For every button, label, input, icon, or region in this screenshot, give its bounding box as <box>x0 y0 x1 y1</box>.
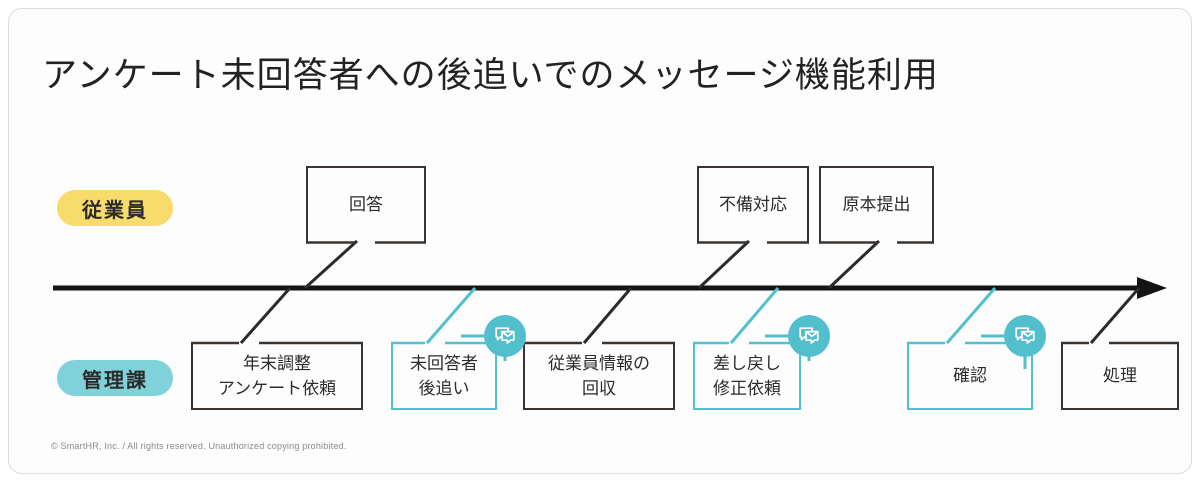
message-icon <box>495 327 515 344</box>
diagram-stage: アンケート未回答者への後追いでのメッセージ機能利用 <box>9 9 1191 473</box>
node-admin-return-fix-label: 差し戻し 修正依頼 <box>713 353 781 399</box>
connector-admin-6 <box>1089 287 1141 344</box>
connector-admin-4 <box>729 287 780 344</box>
connector-admin-2 <box>425 287 477 344</box>
node-employee-answer[interactable]: 回答 <box>306 166 426 244</box>
node-employee-original[interactable]: 原本提出 <box>819 166 934 244</box>
connector-employee-1 <box>303 239 359 290</box>
message-badge-followup[interactable] <box>484 315 526 357</box>
connector-employee-3 <box>827 239 881 290</box>
node-admin-process[interactable]: 処理 <box>1061 342 1179 410</box>
slide-card: アンケート未回答者への後追いでのメッセージ機能利用 <box>8 8 1192 474</box>
node-employee-defect[interactable]: 不備対応 <box>697 166 809 244</box>
page-title: アンケート未回答者への後追いでのメッセージ機能利用 <box>42 56 939 95</box>
node-admin-process-label: 処理 <box>1103 366 1137 386</box>
timeline-axis <box>53 277 1167 299</box>
node-admin-collect-info[interactable]: 従業員情報の 回収 <box>523 342 675 410</box>
lane-label-employee-text: 従業員 <box>82 199 148 222</box>
lane-label-admin-text: 管理課 <box>82 369 148 392</box>
node-admin-survey-request[interactable]: 年末調整 アンケート依頼 <box>191 342 363 410</box>
node-admin-return-fix[interactable]: 差し戻し 修正依頼 <box>693 342 801 410</box>
connector-admin-5 <box>945 287 997 344</box>
message-badge-return-fix[interactable] <box>788 315 830 357</box>
connector-admin-3 <box>582 287 633 344</box>
message-icon <box>799 327 819 344</box>
node-admin-confirm[interactable]: 確認 <box>907 342 1033 410</box>
copyright-footer: © SmartHR, Inc. / All rights reserved. U… <box>51 441 347 451</box>
lane-label-employee: 従業員 <box>57 190 173 226</box>
lane-label-admin: 管理課 <box>57 360 173 396</box>
node-employee-defect-label: 不備対応 <box>719 195 787 215</box>
node-employee-answer-label: 回答 <box>349 195 383 215</box>
message-badge-confirm[interactable] <box>1004 315 1046 357</box>
node-admin-survey-request-label: 年末調整 アンケート依頼 <box>217 353 337 399</box>
message-icon <box>1015 327 1035 344</box>
node-admin-followup-label: 未回答者 後追い <box>410 353 478 399</box>
node-admin-followup[interactable]: 未回答者 後追い <box>391 342 497 410</box>
connector-employee-2 <box>697 239 751 290</box>
node-employee-original-label: 原本提出 <box>842 195 911 215</box>
connector-admin-1 <box>239 287 292 344</box>
node-admin-confirm-label: 確認 <box>953 366 987 386</box>
node-admin-collect-info-label: 従業員情報の 回収 <box>548 353 650 399</box>
